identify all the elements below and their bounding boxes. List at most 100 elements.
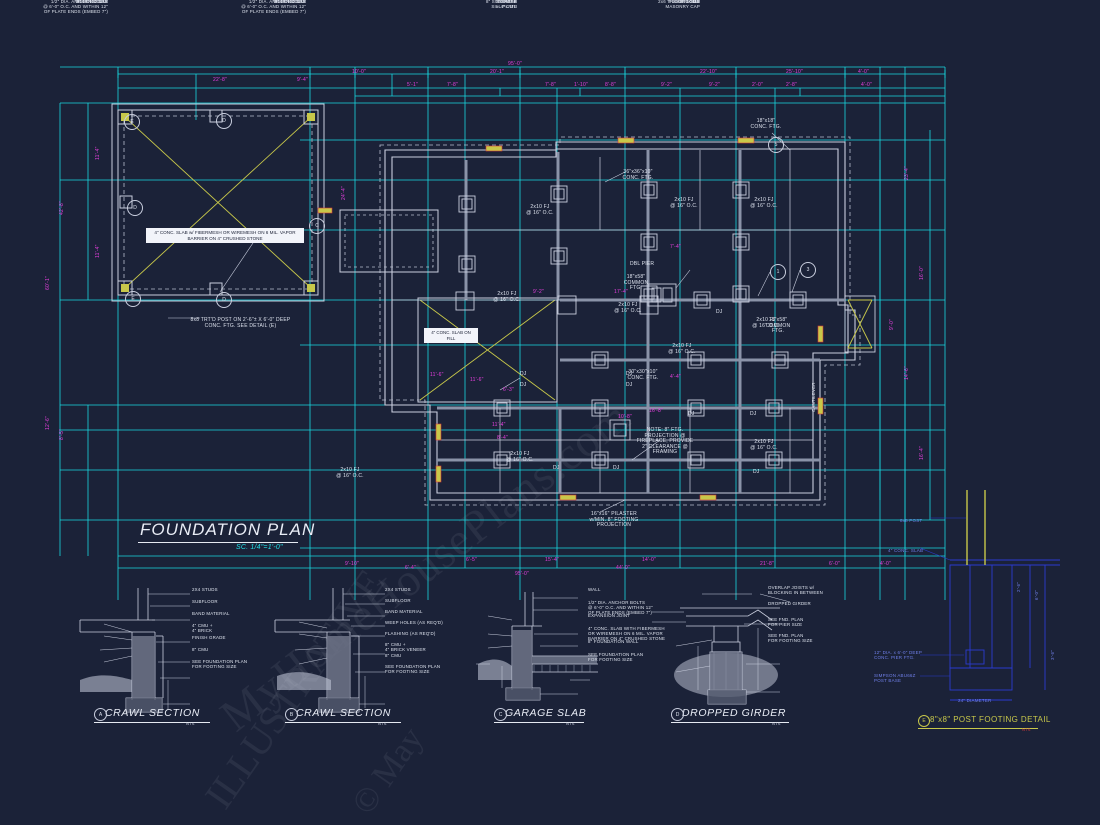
dropped_girder-label-left-4: CMU <box>689 0 700 4</box>
dim-bottom-1: 6'-4" <box>405 565 416 571</box>
scale-label: SC. 1/4"=1'-0" <box>236 544 283 551</box>
joist-callout-7: 2x10 FJ @ 16" O.C. <box>668 343 696 355</box>
common-footing-note-1: 18"x58" COMMON FTG. <box>623 274 649 292</box>
dim-top-13: 2'-8" <box>786 82 797 88</box>
post-footing-label-3: SIMPSON ABU66Z POST BASE <box>874 673 916 684</box>
detail-e-underline <box>918 728 1038 729</box>
dropped_girder-label-left-0: SUB FLOOR <box>672 0 700 4</box>
joist-callout-1: 2x10 FJ @ 16" O.C. <box>493 291 521 303</box>
dim-bottom-8: 6'-0" <box>829 561 840 567</box>
dbl-pier-note: DBL PIER <box>630 261 655 267</box>
dropped_girder-label-right-2: SEE FND. PLAN FOR PIER SIZE <box>768 617 804 627</box>
dim-interior-7: 11'-6" <box>430 372 444 378</box>
crawl_a-label-right-5: 8" CMU <box>192 647 209 652</box>
detail-d-mark: D <box>671 708 684 721</box>
dropped-joist-label-7: DJ <box>613 465 620 471</box>
detail-a-mark: A <box>94 708 107 721</box>
garage_slab-label-left-1: 8" SOLID CAP <box>485 0 517 4</box>
garage_slab-label-right-3: 4" CONC. SLAB WITH FIBERMESH OR WIREMESH… <box>588 626 666 641</box>
garage_slab-label-left-3: GRADE <box>500 0 517 4</box>
detail-c-mark: C <box>494 708 507 721</box>
dim-interior-9: 10'-8" <box>618 414 632 420</box>
crawl_a-label-right-3: 4" CMU + 4" BRICK <box>192 623 213 633</box>
crawl_b-label-left-0: FLOOR JOIST <box>275 0 306 4</box>
dim-bottom-5: 14'-0" <box>642 557 656 563</box>
dim-bottom-7: 21'-8" <box>760 561 774 567</box>
dim-interior-6: 8'-4" <box>497 435 508 441</box>
crawl_b-label-right-4: FLASHING (AS REQ'D) <box>385 631 436 636</box>
garage_slab-label-right-1: 1/2" DIA. ANCHOR BOLTS @ 6'-0" O.C. AND … <box>588 600 653 615</box>
detail-bubble-d[interactable]: D <box>216 113 232 129</box>
detail-dropped-girder <box>640 580 890 730</box>
detail-bubble-5[interactable]: 5 <box>768 137 784 153</box>
crawl_b-label-right-6: 8" CMU <box>385 653 402 658</box>
detail-e-nts: NTS <box>1022 727 1031 732</box>
page-title: FOUNDATION PLAN <box>140 520 316 539</box>
detail-bubble-3[interactable]: 3 <box>800 262 816 278</box>
detail-a-nts: NTS <box>186 721 195 726</box>
crawl_b-label-right-7: SEE FOUNDATION PLAN FOR FOOTING SIZE <box>385 664 441 674</box>
crawl_a-label-right-0: 2X4 STUDS <box>192 587 218 592</box>
detail-bubble-d[interactable]: D <box>127 200 143 216</box>
joist-callout-9: 2x10 FJ @ 16" O.C. <box>336 467 364 479</box>
footing-36-note: 36"x36"x10" CONC. FTG. <box>622 169 654 181</box>
garage_slab-label-left-2: 4" BRICK + 4" CMU <box>496 0 517 9</box>
detail-bubble-e[interactable]: E <box>125 291 141 307</box>
detail-c-underline <box>494 722 584 723</box>
dim-top-4: 7'-8" <box>447 82 458 88</box>
crawl_b-label-left-1: TREATED SILL <box>273 0 306 4</box>
dropped_girder-label-left-1: FLOOR JOIST <box>669 0 700 4</box>
detail-b-mark: B <box>285 708 298 721</box>
dim-top-17: 4'-0" <box>861 82 872 88</box>
joist-callout-4: 2x10 FJ @ 16" O.C. <box>750 197 778 209</box>
post-footing-dim-1: 2'-6" <box>1016 582 1021 592</box>
dim-interior-0: 9'-2" <box>533 289 544 295</box>
footing-18-note: 18"x18" CONC. FTG. <box>750 118 782 130</box>
dropped-joist-label-0: DJ <box>520 371 527 377</box>
crawl_b-label-right-5: 8" CMU + 4" BRICK VENEER <box>385 642 426 652</box>
dim-interior-10: 16'-8" <box>649 408 663 414</box>
crawl_b-label-left-3: 8" SOLID CAP <box>274 0 306 4</box>
dim-top-10: 9'-2" <box>661 82 672 88</box>
detail-d-title: DROPPED GIRDER <box>682 707 787 719</box>
dim-interior-4: 6'-3" <box>503 387 514 393</box>
post-footing-label-0: 8x8 POST <box>900 518 923 523</box>
post-footing-dim-0: 6'-0" <box>1034 590 1039 600</box>
dim-top-7: 7'-8" <box>545 82 556 88</box>
dropped-joist-label-8: DJ <box>753 469 760 475</box>
footing-30-note: 30"x30"x10" CONC. FTG. <box>627 369 659 381</box>
dim-interior-8: 7'-4" <box>670 244 681 250</box>
crawl_a-label-right-4: FINISH GRADE <box>192 635 226 640</box>
garage_slab-label-left-0: TREATED SILL PLATE <box>491 0 517 9</box>
dim-interior-3: 11'-6" <box>470 377 484 383</box>
dim-top-11: 9'-2" <box>709 82 720 88</box>
joist-callout-0: 2x10 FJ @ 16" O.C. <box>526 204 554 216</box>
joist-callout-3: 2x10 FJ @ 16" O.C. <box>670 197 698 209</box>
detail-bubble-d[interactable]: D <box>216 292 232 308</box>
common-footing-note-2: 18"x58" COMMON FTG. <box>765 317 791 335</box>
detail-d-nts: NTS <box>772 721 781 726</box>
crawl_a-label-left-1: TREATED SILL <box>75 0 108 4</box>
crawl_b-label-right-0: 2X4 STUDS <box>385 587 411 592</box>
post-footing-dim-3: 24" DIAMETER <box>958 698 992 703</box>
dropped-joist-label-5: DJ <box>750 411 757 417</box>
dim-bottom-0: 9'-10" <box>345 561 359 567</box>
dropped-joist-label-2: DJ <box>520 382 527 388</box>
detail-bubble-1[interactable]: 1 <box>770 264 786 280</box>
dim-interior-5: 11'-4" <box>492 422 506 428</box>
dropped_girder-label-right-3: SEE FND. PLAN FOR FOOTING SIZE <box>768 633 813 643</box>
post-footing-label-1: 4" CONC. SLAB <box>888 548 924 553</box>
pilaster-note: 16"x16" PILASTER w/MIN. 8" FOOTING PROJE… <box>589 511 639 529</box>
garage_slab-label-right-4: 8" FOUNDATION WALL <box>588 639 639 644</box>
detail-bubble-c[interactable]: C <box>309 218 325 234</box>
dropped_girder-label-right-0: OVERLAP JOISTS w/ BLOCKING IN BETWEEN <box>768 585 824 595</box>
crawl_a-label-left-2: 1/2" DIA. ANCHOR BOLTS @ 6'-0" O.C. AND … <box>43 0 108 14</box>
joist-callout-6: 2x10 FJ @ 16" O.C. <box>750 439 778 451</box>
detail-bubble-e[interactable]: E <box>124 114 140 130</box>
joist-callout-8: 2x10 FJ @ 16" O.C. <box>506 451 534 463</box>
dim-top-15: 25'-10" <box>786 69 803 75</box>
crawl_a-label-right-6: SEE FOUNDATION PLAN FOR FOOTING SIZE <box>192 659 248 669</box>
detail-b-nts: NTS <box>378 721 387 726</box>
